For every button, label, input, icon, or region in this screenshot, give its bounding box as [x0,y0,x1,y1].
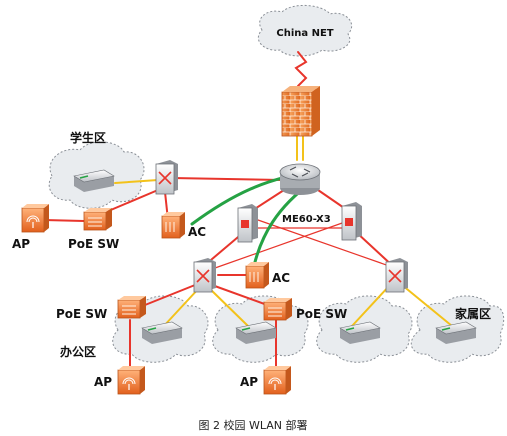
poe-sw-label-office-left: PoE SW [56,307,107,321]
internet-cloud [257,5,353,57]
ac-controller-student-icon [161,212,185,239]
poe-switch-student-icon [83,208,112,231]
wan-link [294,51,308,87]
student-switch-icon [155,160,178,195]
poe-sw-label-student: PoE SW [68,237,119,251]
core-model-label: ME60-X3 [282,214,331,225]
poe-switch-office-right-icon [263,298,292,321]
poe-sw-label-office-right: PoE SW [296,307,347,321]
aggregation-switch-icon [193,258,216,293]
access-point-office-left-icon [117,366,145,395]
access-point-student-icon [21,204,49,233]
access-point-office-right-icon [263,366,291,395]
student-zone-label: 学生区 [70,130,106,145]
ac-label-student: AC [188,225,206,239]
office-zone-label: 办公区 [60,344,96,359]
ap-label-student: AP [12,237,30,251]
figure-caption: 图 2 校园 WLAN 部署 [199,418,308,432]
ap-label-office-right: AP [240,375,258,389]
bras-device-right-icon [341,202,362,241]
student-access-switch-icon [73,169,115,192]
ac-label-office: AC [272,271,290,285]
office-access-switch-right-icon [235,321,277,344]
office-access-switch-left-icon [141,321,183,344]
poe-switch-office-left-icon [117,296,146,319]
core-router-icon [279,163,321,195]
family-switch-icon [385,258,408,293]
bras-device-left-icon [237,204,258,243]
family-zone-label: 家属区 [455,306,491,321]
ap-label-office-left: AP [94,375,112,389]
ac-controller-office-icon [245,262,269,289]
internet-label: China NET [276,28,333,39]
family-access-switch-right-icon [435,321,477,344]
family-access-switch-left-icon [339,321,381,344]
firewall-icon [281,86,320,137]
